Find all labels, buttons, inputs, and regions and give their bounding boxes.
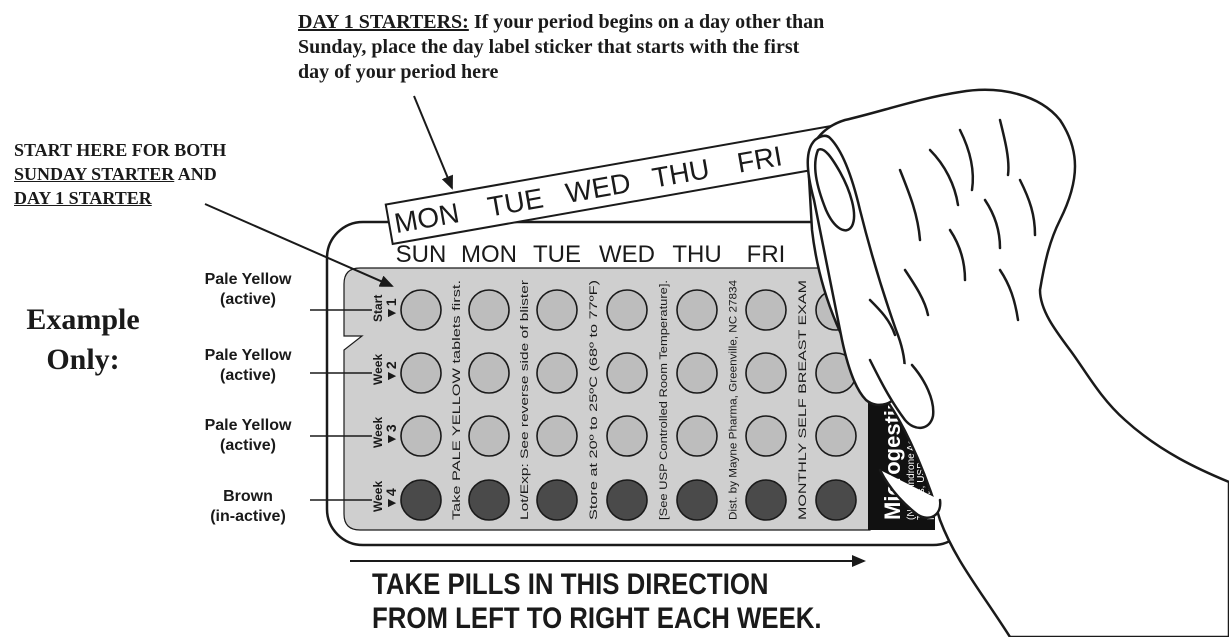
example-only-label: Example Only:: [8, 300, 158, 380]
inactive-pill-r4-c6: [746, 480, 786, 520]
row3-color-label: Pale Yellow (active): [178, 416, 318, 456]
example-word: Example: [8, 300, 158, 340]
row-tab-number: ▼2: [383, 361, 399, 383]
pack-day-tue: TUE: [533, 241, 581, 268]
svg-text:Store at 20º to 25ºC (68º to 7: Store at 20º to 25ºC (68º to 77ºF): [588, 280, 600, 520]
day1-starter-label: DAY 1 STARTER: [14, 186, 314, 210]
only-word: Only:: [8, 340, 158, 380]
svg-text:Take PALE YELLOW tablets first: Take PALE YELLOW tablets first.: [451, 280, 463, 520]
row1-color-label: Pale Yellow (active): [178, 270, 318, 310]
active-pill-r1-c6: [746, 290, 786, 330]
active-pill-r1-c4: [607, 290, 647, 330]
active-pill-r3-c2: [469, 416, 509, 456]
active-pill-r1-c2: [469, 290, 509, 330]
pack-text-column-2: Lot/Exp: See reverse side of blister: [519, 280, 531, 520]
sunday-starter-label: SUNDAY STARTER: [14, 164, 174, 184]
active-pill-r3-c1: [401, 416, 441, 456]
active-pill-r2-c2: [469, 353, 509, 393]
active-pill-r1-c5: [677, 290, 717, 330]
active-pill-r3-c7: [816, 416, 856, 456]
active-pill-r3-c6: [746, 416, 786, 456]
pack-day-wed: WED: [599, 241, 655, 268]
active-pill-r1-c3: [537, 290, 577, 330]
pack-text-column-6: MONTHLY SELF BREAST EXAM: [797, 280, 809, 520]
inactive-pill-r4-c7: [816, 480, 856, 520]
day1-starters-heading: DAY 1 STARTERS:: [298, 11, 469, 33]
active-pill-r3-c5: [677, 416, 717, 456]
pack-day-sun: SUN: [396, 241, 447, 268]
hand-illustration: [808, 90, 1229, 637]
active-pill-r2-c3: [537, 353, 577, 393]
start-here-line2-rest: AND: [174, 164, 217, 184]
active-pill-r2-c5: [677, 353, 717, 393]
svg-text:MONTHLY SELF BREAST EXAM: MONTHLY SELF BREAST EXAM: [797, 280, 809, 520]
day1-starters-line1: If your period begins on a day other tha…: [474, 11, 824, 33]
row-tab-number: ▼4: [383, 488, 399, 510]
start-here-callout: START HERE FOR BOTH SUNDAY STARTER AND D…: [14, 138, 314, 210]
row-tab-1: Start▼1: [371, 295, 399, 322]
pack-day-thu: THU: [672, 241, 721, 268]
inactive-pill-r4-c2: [469, 480, 509, 520]
start-here-line1: START HERE FOR BOTH: [14, 138, 314, 162]
svg-text:[See USP Controlled Room Tempe: [See USP Controlled Room Temperature].: [658, 280, 670, 520]
direction-instruction: TAKE PILLS IN THIS DIRECTION FROM LEFT T…: [372, 568, 888, 636]
day1-starters-line2: Sunday, place the day label sticker that…: [298, 36, 799, 58]
day1-starters-callout: DAY 1 STARTERS: If your period begins on…: [298, 10, 938, 85]
active-pill-r1-c1: [401, 290, 441, 330]
active-pill-r3-c3: [537, 416, 577, 456]
row-tab-number: ▼1: [383, 298, 399, 320]
svg-text:Dist. by Mayne Pharma, Greenvi: Dist. by Mayne Pharma, Greenville, NC 27…: [728, 280, 740, 520]
top-callout-arrow: [414, 96, 452, 188]
pack-text-column-3: Store at 20º to 25ºC (68º to 77ºF): [588, 280, 600, 520]
inactive-pill-r4-c5: [677, 480, 717, 520]
inactive-pill-r4-c4: [607, 480, 647, 520]
pack-day-mon: MON: [461, 241, 517, 268]
pack-day-fri: FRI: [747, 241, 786, 268]
direction-line1: TAKE PILLS IN THIS DIRECTION: [372, 568, 888, 602]
row2-color-label: Pale Yellow (active): [178, 346, 318, 386]
svg-text:Lot/Exp: See reverse side of b: Lot/Exp: See reverse side of blister: [519, 280, 531, 520]
pack-text-column-5: Dist. by Mayne Pharma, Greenville, NC 27…: [728, 280, 740, 520]
pack-text-column-1: Take PALE YELLOW tablets first.: [451, 280, 463, 520]
inactive-pill-r4-c1: [401, 480, 441, 520]
active-pill-r2-c1: [401, 353, 441, 393]
inactive-pill-r4-c3: [537, 480, 577, 520]
row4-color-label: Brown (in-active): [178, 487, 318, 527]
pack-day-header: SUNMONTUEWEDTHUFRIS: [396, 241, 844, 268]
pack-text-column-4: [See USP Controlled Room Temperature].: [658, 280, 670, 520]
active-pill-r3-c4: [607, 416, 647, 456]
active-pill-r2-c4: [607, 353, 647, 393]
direction-line2: FROM LEFT TO RIGHT EACH WEEK.: [372, 602, 888, 636]
row-tab-number: ▼3: [383, 424, 399, 446]
day1-starters-line3: day of your period here: [298, 61, 498, 83]
active-pill-r2-c6: [746, 353, 786, 393]
